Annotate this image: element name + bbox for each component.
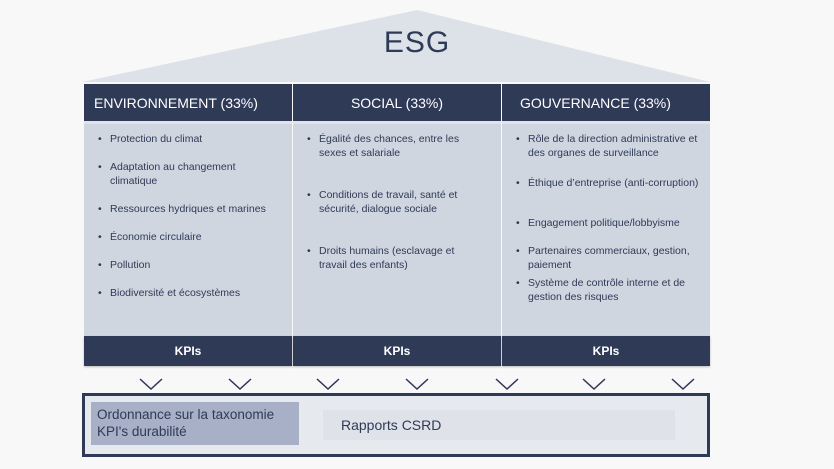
kpi-gouvernance: KPIs bbox=[502, 336, 710, 366]
list-item: Économie circulaire bbox=[94, 230, 282, 244]
pillar-environnement: ENVIRONNEMENT (33%) Protection du climat… bbox=[84, 84, 292, 337]
pillar-gouvernance-header: GOUVERNANCE (33%) bbox=[502, 84, 710, 124]
chevron-down-icon bbox=[316, 378, 340, 391]
list-item: Protection du climat bbox=[94, 132, 282, 146]
chevron-down-icon bbox=[228, 378, 252, 391]
list-item: Rôle de la direction administrative et d… bbox=[512, 132, 706, 160]
foundation-box: Ordonnance sur la taxonomie KPI's durabi… bbox=[82, 393, 710, 457]
pillar-gouvernance: GOUVERNANCE (33%) Rôle de la direction a… bbox=[502, 84, 710, 337]
taxonomy-box: Ordonnance sur la taxonomie KPI's durabi… bbox=[91, 402, 299, 445]
list-item: Biodiversité et écosystèmes bbox=[94, 286, 282, 300]
list-item: Conditions de travail, santé et sécurité… bbox=[303, 188, 499, 216]
pillar-gouvernance-body: Rôle de la direction administrative et d… bbox=[502, 124, 710, 337]
taxonomy-line-2: KPI's durabilité bbox=[97, 424, 187, 439]
csrd-box: Rapports CSRD bbox=[323, 410, 675, 440]
esg-title: ESG bbox=[383, 26, 451, 59]
pillar-social-header: SOCIAL (33%) bbox=[293, 84, 501, 124]
list-item: Adaptation au changement climatique bbox=[94, 160, 282, 188]
chevron-down-icon bbox=[671, 378, 695, 391]
roof-triangle bbox=[82, 10, 710, 82]
list-item: Égalité des chances, entre les sexes et … bbox=[303, 132, 489, 160]
chevron-down-icon bbox=[582, 378, 606, 391]
chevron-down-icon bbox=[495, 378, 519, 391]
kpi-environnement: KPIs bbox=[84, 336, 292, 366]
pillar-environnement-body: Protection du climat Adaptation au chang… bbox=[84, 124, 292, 337]
pillar-social: SOCIAL (33%) Égalité des chances, entre … bbox=[293, 84, 501, 337]
taxonomy-line-1: Ordonnance sur la taxonomie bbox=[97, 407, 275, 422]
list-item: Éthique d’entreprise (anti-corruption) bbox=[512, 176, 700, 190]
kpi-social: KPIs bbox=[293, 336, 501, 366]
list-item: Engagement politique/lobbyisme bbox=[512, 216, 700, 230]
chevron-down-icon bbox=[405, 378, 429, 391]
pillar-social-body: Égalité des chances, entre les sexes et … bbox=[293, 124, 501, 337]
chevron-down-icon bbox=[139, 378, 163, 391]
list-item: Pollution bbox=[94, 258, 282, 272]
list-item: Droits humains (esclavage et travail des… bbox=[303, 244, 469, 272]
list-item: Système de contrôle interne et de gestio… bbox=[512, 276, 688, 304]
list-item: Partenaires commerciaux, gestion, paieme… bbox=[512, 244, 698, 272]
list-item: Ressources hydriques et marines bbox=[94, 202, 282, 216]
pillar-environnement-header: ENVIRONNEMENT (33%) bbox=[84, 84, 292, 124]
